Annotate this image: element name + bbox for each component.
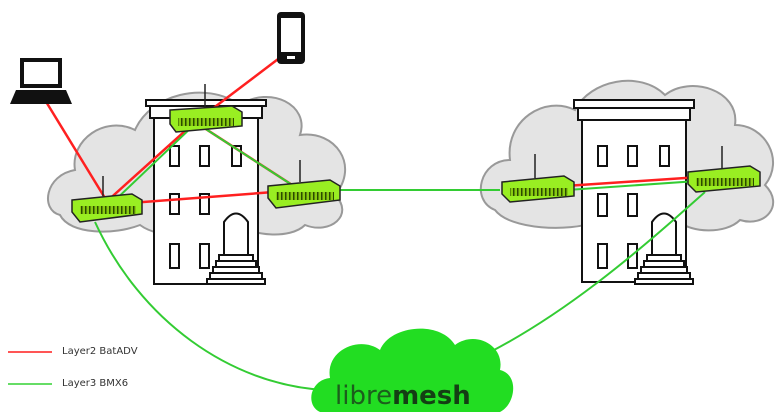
router-icon (267, 160, 341, 209)
phone-icon (277, 12, 305, 64)
router-icon (501, 154, 575, 203)
legend-swatch-red (8, 350, 52, 353)
router-icon (169, 84, 243, 133)
legend-label-layer2: Layer2 BatADV (62, 346, 138, 357)
logo-text-mesh: mesh (392, 381, 471, 411)
laptop-icon (10, 58, 72, 104)
right-building-icon (573, 99, 695, 285)
router-icon (687, 146, 761, 193)
legend-layer2: Layer2 BatADV (8, 346, 138, 357)
logo-text-libre: libre (335, 381, 392, 411)
router-icon (71, 176, 143, 223)
legend-layer3: Layer3 BMX6 (8, 378, 128, 389)
svg-text:libremesh: libremesh (335, 381, 471, 411)
legend-label-layer3: Layer3 BMX6 (62, 378, 129, 389)
libremesh-logo: libremesh (311, 328, 514, 412)
legend-swatch-green (8, 382, 52, 385)
